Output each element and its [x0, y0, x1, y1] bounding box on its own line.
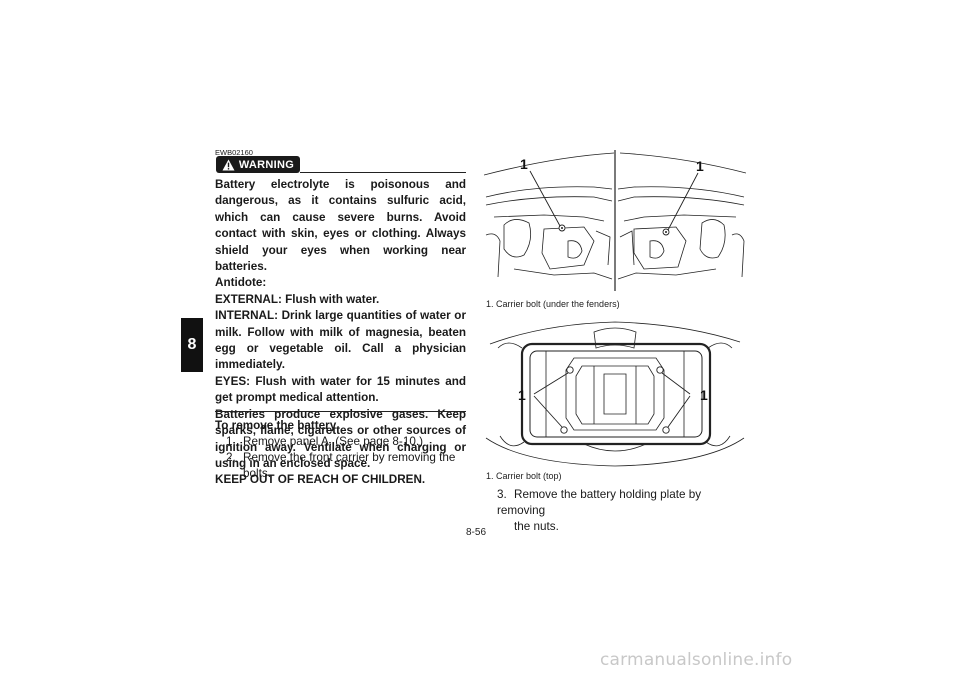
- warning-paragraph: EXTERNAL: Flush with water.: [215, 292, 380, 306]
- callout-number: 1: [520, 156, 528, 172]
- step-number: 1.: [226, 435, 236, 448]
- procedure-step: 2. Remove the front carrier by removing t…: [226, 450, 472, 482]
- callout-number: 1: [518, 387, 526, 403]
- step-text-continued: bolts.: [243, 467, 271, 480]
- step-number: 3.: [497, 488, 507, 501]
- warning-paragraph: EYES: Flush with water for 15 minutes an…: [215, 374, 466, 405]
- warning-paragraph: Batteries produce explosive gases. Keep …: [215, 407, 466, 470]
- step-text: Remove the battery holding plate by remo…: [497, 488, 702, 517]
- warning-badge: WARNING: [216, 156, 300, 173]
- procedure-step: 3.Remove the battery holding plate by re…: [497, 487, 747, 535]
- warning-paragraph: Battery electrolyte is poisonous and dan…: [215, 178, 466, 274]
- step-text-continued: the nuts.: [514, 520, 559, 533]
- page-number: 8-56: [466, 527, 487, 538]
- warning-code: EWB02160: [215, 148, 253, 157]
- procedure-heading: To remove the battery: [215, 419, 337, 432]
- callout-number: 1: [696, 158, 704, 174]
- figure-caption: 1. Carrier bolt (under the fenders): [486, 299, 620, 309]
- figure-caption: 1. Carrier bolt (top): [486, 471, 562, 481]
- step-number: 2.: [226, 451, 236, 464]
- watermark: carmanualsonline.info: [600, 650, 793, 670]
- step-text: Remove panel A. (See page 8-10.): [243, 435, 423, 448]
- warning-paragraph: INTERNAL: Drink large quantities of wate…: [215, 309, 466, 372]
- procedure-step: 1. Remove panel A. (See page 8-10.): [226, 434, 472, 450]
- warning-text: Battery electrolyte is poisonous and dan…: [215, 177, 466, 489]
- warning-paragraph: Antidote:: [215, 276, 267, 290]
- step-text: Remove the front carrier by removing the: [243, 451, 456, 464]
- warning-rule-bottom: [215, 411, 466, 412]
- warning-triangle-icon: [222, 159, 235, 170]
- callout-number: 1: [700, 387, 708, 403]
- warning-rule-top: [300, 172, 466, 173]
- figure-carrier-bolt-under-fenders: 1 1: [484, 150, 746, 291]
- warning-label: WARNING: [238, 158, 295, 171]
- warning-paragraph: KEEP OUT OF REACH OF CHILDREN.: [215, 473, 426, 487]
- chapter-tab: 8: [181, 318, 203, 372]
- figure-carrier-bolt-top: 1 1: [485, 321, 745, 467]
